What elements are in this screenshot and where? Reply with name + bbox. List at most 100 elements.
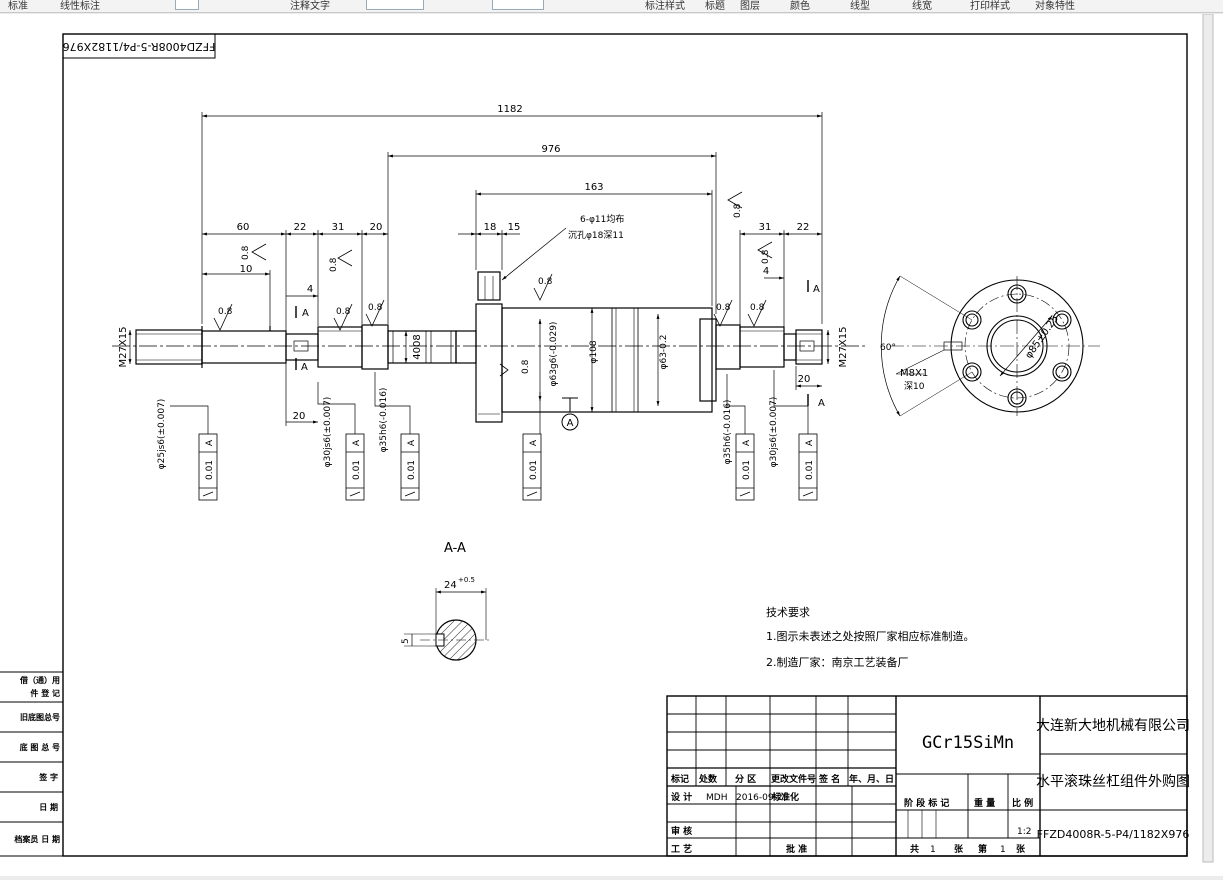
toolbar-item[interactable]: 图层 xyxy=(740,1,760,12)
toolbar-item[interactable]: 标准 xyxy=(8,1,28,12)
top-drawing-label: FFZD4008R-5-P4/1182X976 xyxy=(63,40,216,53)
title-block xyxy=(666,695,1188,857)
toolbar-field[interactable] xyxy=(492,0,544,10)
dimension-texts: 1182 976 163 60 22 31 20 10 4 18 15 31 2… xyxy=(237,104,811,422)
dim-text: 20 xyxy=(370,222,383,233)
roughness-value: 0.8 xyxy=(368,303,383,313)
thread-depth-label: 深10 xyxy=(904,381,925,392)
dim-text: 20 xyxy=(293,411,306,422)
part-name: 水平滚珠丝杠组件外购图 xyxy=(1036,773,1190,790)
hole-callout: 6-φ11均布 xyxy=(580,213,624,225)
toolbar-item[interactable]: 对象特性 xyxy=(1035,1,1075,12)
company-name: 大连新大地机械有限公司 xyxy=(1036,718,1190,734)
dim-text: φ30js6(±0.007) xyxy=(323,397,333,468)
tb-label: 共 xyxy=(910,843,919,855)
title-block-values: MDH 2016-09-25 1:2 1 1 GCr15SiMn 大连新大地机械… xyxy=(706,718,1190,855)
section-letter: A xyxy=(813,284,820,295)
tolerance-datum: A xyxy=(407,439,417,446)
tolerance-datum: A xyxy=(742,439,752,446)
toolbar-item[interactable]: 打印样式 xyxy=(970,1,1010,12)
toolbar-item[interactable]: 线型 xyxy=(850,1,870,12)
tolerance-value: 0.01 xyxy=(407,460,417,480)
note-item: 1.图示未表述之处按照厂家相应标准制造。 xyxy=(766,629,975,643)
dim-text: φ35h6(-0.016) xyxy=(723,400,733,465)
tolerance-value: 0.01 xyxy=(529,460,539,480)
canvas-scroll-area[interactable] xyxy=(1202,13,1214,863)
design-date: 2016-09-25 xyxy=(736,793,788,803)
left-record-label: 件 登 记 xyxy=(30,688,60,698)
designer: MDH xyxy=(706,793,727,803)
dim-text: 22 xyxy=(294,222,307,233)
section-marks xyxy=(295,280,809,406)
toolbar-item[interactable]: 标注样式 xyxy=(645,1,685,12)
left-record-label: 签 字 xyxy=(38,772,58,782)
left-record-label: 旧底图总号 xyxy=(20,712,60,722)
section-width: 24 xyxy=(444,580,457,591)
roughness-value: 0.8 xyxy=(218,307,233,317)
toolbar-item[interactable]: 线宽 xyxy=(912,1,932,12)
screw-shaft xyxy=(135,271,823,423)
tolerance-value: 0.01 xyxy=(805,460,815,480)
toolbar-item[interactable]: 标题 xyxy=(705,1,725,12)
drawing-svg: FFZD4008R-5-P4/1182X976 xyxy=(0,13,1214,863)
tb-label: 分 区 xyxy=(735,773,756,785)
toolbar-item[interactable]: 线性标注 xyxy=(60,1,100,12)
tb-label: 处数 xyxy=(698,773,718,785)
toolbar-item[interactable]: 注释文字 xyxy=(290,1,330,12)
material: GCr15SiMn xyxy=(922,733,1014,753)
drawing-canvas[interactable]: FFZD4008R-5-P4/1182X976 xyxy=(0,13,1223,876)
sheet-frame xyxy=(62,33,1188,857)
tolerance-value: 0.01 xyxy=(742,460,752,480)
sheet-number: 1 xyxy=(1000,845,1006,855)
section-width-tol: +0.5 xyxy=(458,576,475,584)
vertical-dim-texts: M27X15 M27X15 4008 φ108 φ63-0.2 φ63g6(-0… xyxy=(118,322,849,470)
tolerance-datum: A xyxy=(352,439,362,446)
dim-text: 4008 xyxy=(412,334,423,359)
dim-text: 31 xyxy=(332,222,345,233)
dim-text: M27X15 xyxy=(838,327,849,368)
toolbar-field[interactable] xyxy=(175,0,199,10)
tb-label: 审 核 xyxy=(671,825,692,837)
roughness-value: 0.8 xyxy=(329,257,339,272)
tolerance-frames xyxy=(198,433,818,501)
section-letter: A xyxy=(301,362,308,373)
dim-text: M27X15 xyxy=(118,327,129,368)
tb-label: 阶 段 标 记 xyxy=(904,797,949,809)
tb-label: 重 量 xyxy=(974,797,995,809)
tolerance-datum: A xyxy=(805,439,815,446)
section-depth: 5 xyxy=(401,638,411,644)
tb-label: 设 计 xyxy=(671,791,692,803)
tolerance-value: 0.01 xyxy=(205,460,215,480)
tb-label: 工 艺 xyxy=(671,843,692,855)
toolbar-item[interactable]: 颜色 xyxy=(790,1,810,12)
left-record-block xyxy=(0,671,63,857)
roughness-value: 0.8 xyxy=(761,249,771,264)
angle-label: 60° xyxy=(880,343,896,353)
left-record-label: 档案员 日 期 xyxy=(14,834,60,844)
toolbar-field[interactable] xyxy=(366,0,424,10)
left-record-label: 底 图 总 号 xyxy=(19,742,60,752)
title-block-texts: 标记 处数 分 区 更改文件号 签 名 年、月、日 设 计 标准化 审 核 工 … xyxy=(670,773,1033,855)
top-label-box xyxy=(62,33,216,59)
roughness-value: 0.8 xyxy=(716,303,731,313)
notes-title: 技术要求 xyxy=(766,606,810,619)
dim-text: 18 xyxy=(484,222,497,233)
tb-label: 张 xyxy=(954,843,964,855)
tb-label: 标准化 xyxy=(771,791,799,803)
tolerance-texts: 0.01 A 0.01 A 0.01 A 0.01 A 0.01 A 0.01 … xyxy=(205,439,815,480)
dim-text: 60 xyxy=(237,222,250,233)
left-record-label: 日 期 xyxy=(39,802,58,812)
dim-text: 31 xyxy=(759,222,772,233)
roughness-value: 0.8 xyxy=(241,245,251,260)
section-view xyxy=(404,588,492,661)
tb-label: 张 xyxy=(1016,843,1026,855)
left-record-texts: 借（通）用 件 登 记 旧底图总号 底 图 总 号 签 字 日 期 档案员 日 … xyxy=(14,675,60,844)
dim-text: 4 xyxy=(763,266,769,277)
dim-text: 1182 xyxy=(497,104,522,115)
tb-label: 标记 xyxy=(670,773,689,785)
dim-text: 20 xyxy=(798,374,811,385)
tolerance-datum: A xyxy=(205,439,215,446)
tb-label: 签 名 xyxy=(818,773,840,785)
left-record-label: 借（通）用 xyxy=(19,675,60,685)
section-letter: A xyxy=(302,308,309,319)
